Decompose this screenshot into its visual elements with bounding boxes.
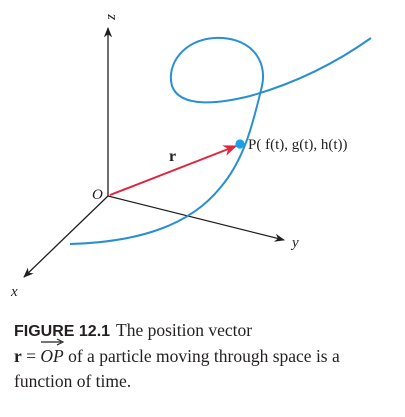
- caption-vector-op: OP: [40, 338, 65, 369]
- origin-label: O: [92, 187, 103, 203]
- caption-text-1: The position vector: [116, 320, 253, 340]
- y-axis-label: y: [290, 235, 299, 251]
- z-axis-label: z: [103, 14, 119, 21]
- vector-r-label: r: [169, 148, 176, 165]
- position-vector-r: [109, 145, 238, 196]
- figure-number: FIGURE 12.1: [14, 323, 111, 340]
- position-vector-diagram: z y x O r P( f(t), g(t), h(t)): [10, 14, 372, 300]
- caption-text-2: of a particle moving through space is a …: [14, 346, 340, 391]
- figure-caption: FIGURE 12.1 The position vector r = OP of…: [14, 318, 394, 394]
- vector-arrow-icon: [41, 338, 65, 346]
- y-axis: [107, 195, 286, 242]
- space-curve: [69, 36, 372, 245]
- x-axis: [23, 195, 109, 278]
- caption-vector-r: r: [14, 346, 22, 366]
- x-axis-label: x: [10, 284, 18, 300]
- caption-op-text: OP: [40, 346, 64, 366]
- point-p: [235, 139, 245, 149]
- point-p-label: P( f(t), g(t), h(t)): [248, 137, 348, 153]
- caption-equals: =: [21, 346, 41, 366]
